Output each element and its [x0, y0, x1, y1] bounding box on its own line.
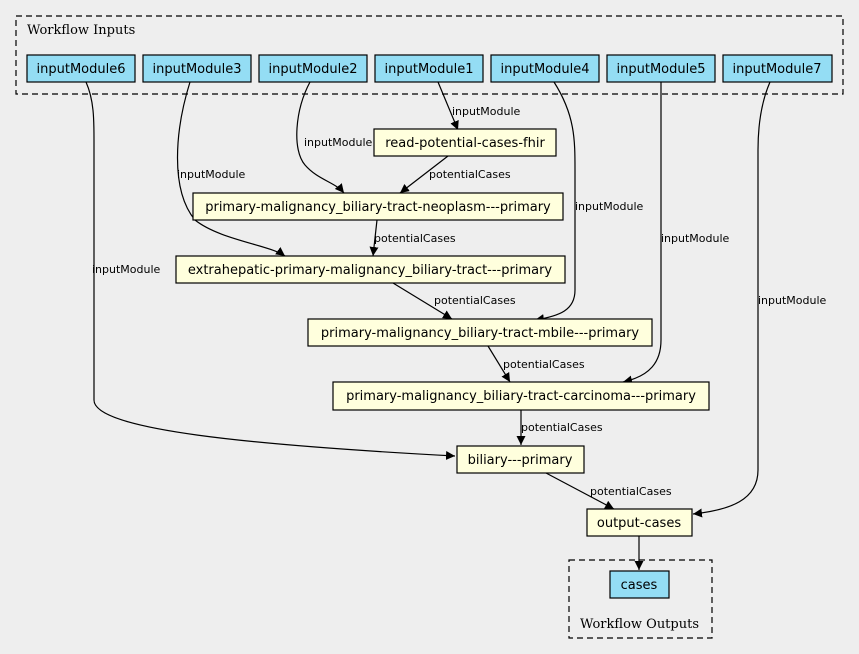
- node-cases[interactable]: cases: [609, 570, 670, 599]
- edge-label-input1: inputModule: [452, 105, 521, 118]
- node-output-cases-label: output-cases: [597, 516, 681, 531]
- node-cases-label: cases: [621, 578, 658, 593]
- edge-input1-to-read: [437, 81, 459, 131]
- edge-label-biliary: potentialCases: [590, 485, 672, 498]
- workflow-outputs-border: [568, 559, 713, 639]
- node-inputModule4-label: inputModule4: [501, 62, 590, 77]
- node-inputModule3-label: inputModule3: [153, 62, 242, 77]
- workflow-outputs-label: Workflow Outputs: [580, 617, 699, 632]
- edge-label-read: potentialCases: [429, 168, 511, 181]
- edge-label-input2: inputModule: [304, 136, 373, 149]
- node-inputModule7-label: inputModule7: [733, 62, 822, 77]
- workflow-inputs-cluster: Workflow Inputs: [15, 15, 844, 95]
- node-output-cases[interactable]: output-cases: [586, 508, 693, 537]
- edge-label-input6: inputModule: [92, 263, 161, 276]
- node-mbile-primary[interactable]: primary-malignancy_biliary-tract-mbile--…: [307, 318, 653, 347]
- node-biliary-primary-label: biliary---primary: [468, 453, 573, 468]
- edge-read-to-neoplasm: [399, 155, 449, 194]
- node-biliary-primary[interactable]: biliary---primary: [456, 445, 585, 474]
- edge-label-input5: inputModule: [661, 232, 730, 245]
- edge-input7-to-output: [692, 81, 771, 518]
- node-mbile-primary-label: primary-malignancy_biliary-tract-mbile--…: [321, 326, 640, 341]
- edge-neoplasm-to-extrahepatic: [369, 219, 379, 257]
- node-inputModule3[interactable]: inputModule3: [142, 54, 252, 83]
- edge-input4-to-mbile: [534, 81, 576, 324]
- edge-input5-to-carcinoma: [622, 82, 662, 385]
- node-extrahepatic-primary[interactable]: extrahepatic-primary-malignancy_biliary-…: [175, 255, 566, 284]
- node-carcinoma-primary-label: primary-malignancy_biliary-tract-carcino…: [346, 389, 696, 404]
- edges: inputModule inputModule inputModule inpu…: [85, 81, 827, 570]
- edge-input6-to-biliary: [85, 81, 456, 461]
- edge-label-neoplasm: potentialCases: [374, 232, 456, 245]
- workflow-inputs-label: Workflow Inputs: [27, 23, 135, 38]
- node-extrahepatic-primary-label: extrahepatic-primary-malignancy_biliary-…: [188, 263, 553, 278]
- workflow-outputs-cluster: Workflow Outputs: [568, 559, 713, 639]
- edge-extrahepatic-to-mbile: [392, 282, 453, 320]
- node-neoplasm-primary[interactable]: primary-malignancy_biliary-tract-neoplas…: [192, 192, 564, 221]
- node-inputModule4[interactable]: inputModule4: [490, 54, 600, 83]
- node-neoplasm-primary-label: primary-malignancy_biliary-tract-neoplas…: [205, 200, 551, 215]
- node-inputModule1-label: inputModule1: [385, 62, 474, 77]
- edge-label-input7: inputModule: [758, 294, 827, 307]
- edge-label-extrahepatic: potentialCases: [434, 294, 516, 307]
- node-inputModule5[interactable]: inputModule5: [606, 54, 716, 83]
- node-inputModule6-label: inputModule6: [37, 62, 126, 77]
- node-inputModule7[interactable]: inputModule7: [722, 54, 833, 83]
- edge-input2-to-neoplasm: [296, 81, 345, 194]
- node-read-potential-cases-fhir[interactable]: read-potential-cases-fhir: [373, 128, 557, 157]
- edge-label-mbile: potentialCases: [503, 358, 585, 371]
- node-read-potential-cases-fhir-label: read-potential-cases-fhir: [385, 136, 545, 151]
- edge-label-carcinoma: potentialCases: [521, 421, 603, 434]
- node-inputModule2[interactable]: inputModule2: [258, 54, 368, 83]
- edge-label-input4: inputModule: [575, 200, 644, 213]
- node-inputModule1[interactable]: inputModule1: [374, 54, 484, 83]
- node-inputModule5-label: inputModule5: [617, 62, 706, 77]
- edge-label-input3: inputModule: [177, 168, 246, 181]
- node-inputModule6[interactable]: inputModule6: [26, 54, 136, 83]
- node-carcinoma-primary[interactable]: primary-malignancy_biliary-tract-carcino…: [332, 381, 710, 411]
- edge-mbile-to-carcinoma: [487, 345, 511, 383]
- node-inputModule2-label: inputModule2: [269, 62, 358, 77]
- edge-biliary-to-output: [545, 472, 615, 510]
- workflow-inputs-border: [15, 15, 844, 95]
